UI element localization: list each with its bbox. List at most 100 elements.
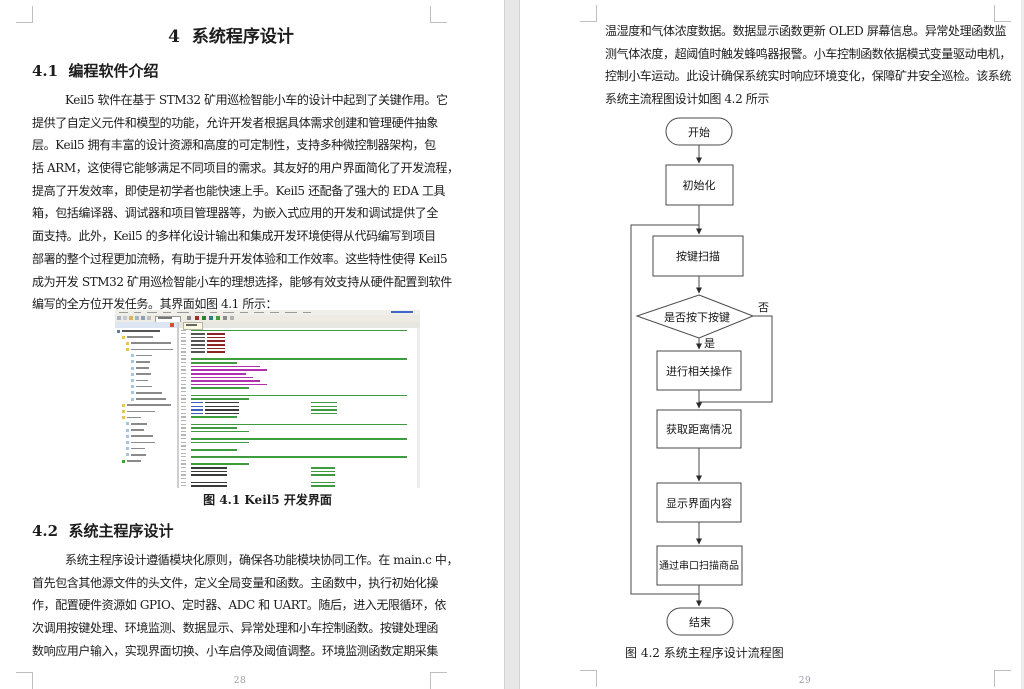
keil-code-text bbox=[205, 409, 239, 411]
keil-line-number bbox=[181, 394, 186, 396]
keil-tree-text bbox=[135, 379, 148, 382]
keil-tree-text bbox=[126, 416, 141, 419]
text-line: 括 ARM，这使得它能够满足不同项目的需求。其友好的用户界面简化了开发流程， bbox=[32, 161, 459, 176]
flow-loop-back bbox=[630, 224, 699, 595]
flowchart-node-start: 开始 bbox=[688, 125, 710, 139]
keil-code-directive bbox=[191, 351, 205, 353]
keil-line-number bbox=[181, 412, 186, 415]
keil-code-comment bbox=[191, 329, 407, 332]
keil-toolbar-icon bbox=[147, 316, 151, 320]
keil-line-number bbox=[181, 463, 186, 465]
keil-toolbar-icon bbox=[209, 316, 213, 320]
text-line: Keil5 软件在基于 STM32 矿用巡检智能小车的设计中起到了关键作用。它 bbox=[65, 93, 448, 107]
figure-4-1-caption: 图 4.1 Keil5 开发界面 bbox=[203, 493, 332, 507]
keil-tree-text bbox=[131, 422, 147, 425]
keil-code-directive bbox=[191, 347, 205, 350]
keil-tree-text bbox=[131, 429, 144, 431]
flowchart-node-end-shape bbox=[666, 607, 734, 636]
flowchart-node-keyscan: 按键扫描 bbox=[676, 249, 720, 263]
keil-line-number bbox=[181, 358, 186, 360]
keil-line-number bbox=[181, 409, 186, 411]
keil-code-string bbox=[207, 333, 225, 335]
crop-mark bbox=[16, 6, 33, 23]
paragraph-continuation: 温湿度和气体浓度数据。数据显示函数更新 OLED 屏幕信息。异常处理函数监 测气… bbox=[605, 20, 1012, 111]
keil-code-string bbox=[207, 347, 225, 350]
keil-line-number bbox=[181, 340, 186, 342]
text-line: 系统主流程图设计如图 4.2 所示 bbox=[605, 92, 769, 107]
page-left: 4 系统程序设计 4.1 编程软件介绍 Keil5 软件在基于 STM32 矿用… bbox=[0, 0, 504, 689]
text-line: 数响应用户输入，实现界面切换、小车启停及阈值调整。环境监测函数定期采集 bbox=[32, 643, 439, 658]
keil-tree-text bbox=[135, 354, 152, 357]
keil-tree-icon bbox=[126, 347, 129, 351]
flowchart-node-display: 显示界面内容 bbox=[666, 496, 732, 510]
keil-tree-text bbox=[126, 336, 153, 338]
keil-project-icon bbox=[117, 329, 120, 333]
keil-menu-item bbox=[163, 311, 171, 314]
keil-tree-icon bbox=[130, 397, 134, 401]
keil-code-comment bbox=[311, 401, 337, 404]
text-line: 作，配置硬件资源如 GPIO、定时器、ADC 和 UART。随后，进入无限循环，… bbox=[32, 598, 446, 613]
keil-menu-item bbox=[270, 311, 279, 314]
keil-code-include bbox=[191, 380, 260, 382]
keil-line-number bbox=[181, 354, 186, 357]
keil-toolbar-icon bbox=[202, 316, 206, 320]
keil-tree-icon bbox=[126, 440, 129, 444]
keil-code-text bbox=[191, 481, 227, 484]
keil-tree-text bbox=[131, 435, 153, 438]
keil-line-number bbox=[181, 474, 186, 476]
text-line: 测气体浓度，超阈值时触发蜂鸣器报警。小车控制函数依据模式变量驱动电机， bbox=[605, 46, 1012, 61]
keil-line-number bbox=[181, 336, 186, 339]
text-line: 提供了自定义元件和模型的功能，允许开发者根据具体需求创建和管理硬件抽象 bbox=[32, 115, 439, 130]
flowchart-node-distance: 获取距离情况 bbox=[666, 422, 732, 436]
page-gutter bbox=[504, 0, 520, 689]
keil-code-comment bbox=[191, 430, 249, 433]
crop-mark bbox=[430, 672, 447, 689]
keil-tree-icon bbox=[121, 459, 125, 463]
keil-toolbar-icon bbox=[223, 316, 227, 320]
keil-code-string bbox=[207, 343, 225, 346]
keil-code-include bbox=[191, 365, 260, 368]
keil-ide-screenshot bbox=[115, 310, 420, 488]
keil-editor-scrollbar bbox=[417, 327, 420, 488]
flowchart-node-serial-shape bbox=[656, 545, 743, 586]
keil-line-number bbox=[181, 448, 186, 451]
page-number-left: 28 bbox=[233, 676, 247, 686]
keil-tree-icon bbox=[121, 335, 125, 339]
keil-line-number bbox=[181, 401, 186, 404]
keil-toolbar-icon bbox=[117, 316, 121, 320]
text-line: 提高了开发效率，即使是初学者也能快速上手。Keil5 还配备了强大的 EDA 工… bbox=[32, 183, 446, 198]
keil-code-comment bbox=[191, 456, 407, 458]
flowchart-node-init-shape bbox=[665, 164, 734, 206]
keil-line-number bbox=[181, 343, 186, 346]
keil-line-number bbox=[181, 333, 186, 335]
keil-line-number bbox=[181, 481, 186, 483]
keil-code-keyword bbox=[191, 409, 203, 411]
crop-mark bbox=[16, 672, 33, 689]
keil-combo-text bbox=[158, 317, 172, 319]
keil-line-number bbox=[181, 362, 186, 364]
keil-toolbar-icon bbox=[230, 316, 234, 320]
flowchart-node-distance-shape bbox=[656, 409, 742, 449]
page-right: 温湿度和气体浓度数据。数据显示函数更新 OLED 屏幕信息。异常处理函数监 测气… bbox=[518, 0, 1024, 689]
keil-code-comment bbox=[191, 398, 249, 400]
keil-code-text bbox=[191, 470, 227, 473]
crop-mark bbox=[580, 670, 597, 687]
keil-code-comment bbox=[191, 427, 237, 429]
crop-mark bbox=[994, 5, 1011, 22]
keil-menu-item bbox=[147, 311, 157, 314]
keil-code-text bbox=[191, 485, 227, 487]
keil-code-string bbox=[207, 336, 225, 339]
keil-code-directive bbox=[191, 336, 205, 339]
keil-tree-icon bbox=[130, 372, 134, 376]
keil-line-number bbox=[181, 376, 186, 378]
keil-line-number bbox=[181, 420, 186, 422]
keil-line-number bbox=[181, 427, 186, 429]
keil-menu-item bbox=[134, 311, 141, 314]
keil-menu-item bbox=[119, 311, 128, 314]
keil-toolbar bbox=[115, 314, 420, 322]
keil-line-number bbox=[181, 485, 186, 487]
keil-menu-item bbox=[210, 311, 217, 314]
keil-line-number bbox=[181, 365, 186, 367]
text-line: 首先包含其他源文件的头文件，定义全局变量和函数。主函数中，执行初始化操 bbox=[32, 575, 439, 590]
keil-code-comment bbox=[191, 387, 249, 389]
